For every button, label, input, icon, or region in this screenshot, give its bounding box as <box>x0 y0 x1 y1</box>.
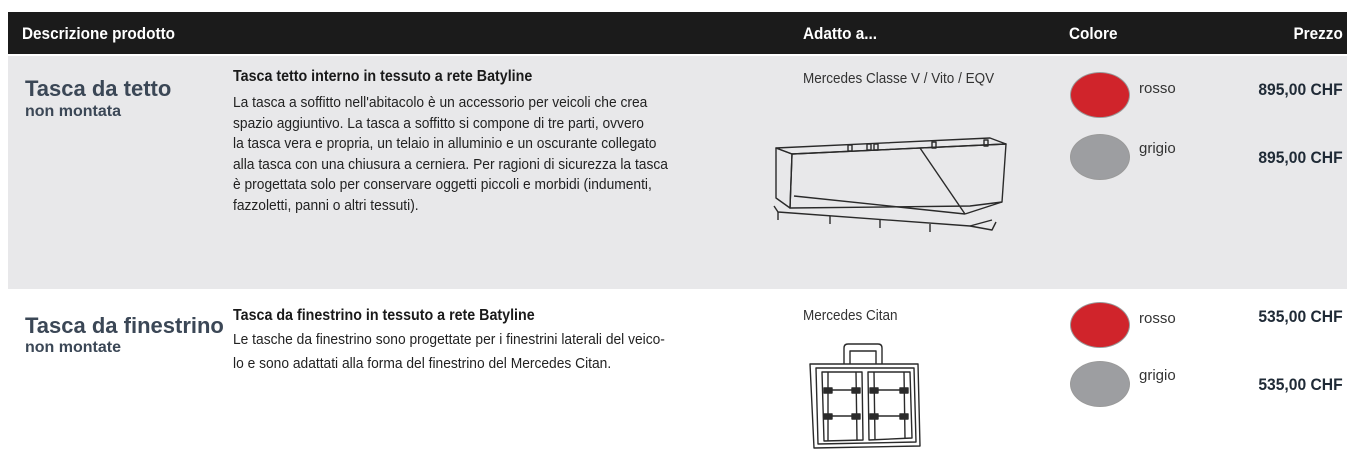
header-fit: Adatto a... <box>803 24 877 43</box>
description-line: La tasca a soffitto nell'abitacolo è un … <box>233 94 648 111</box>
table-row: Tasca da tetto non montata Tasca tetto i… <box>8 56 1347 289</box>
price: 895,00 CHF <box>1258 80 1343 99</box>
roof-pocket-illustration-icon <box>773 137 1007 232</box>
color-label: rosso <box>1139 80 1176 97</box>
color-swatch-red[interactable] <box>1070 302 1130 348</box>
description-line: spazio aggiuntivo. La tasca a soffitto s… <box>233 114 644 132</box>
product-title: Tasca da tetto <box>25 76 172 101</box>
description-title: Tasca da finestrino in tessuto a rete Ba… <box>233 307 535 324</box>
description-line: lo e sono adattati alla forma del finest… <box>233 355 612 372</box>
header-color: Colore <box>1069 24 1118 43</box>
description-line: alla tasca con una chiusura a cerniera. … <box>233 155 668 173</box>
window-pocket-illustration-icon <box>809 343 921 449</box>
description-line: Le tasche da finestrino sono progettate … <box>233 331 665 348</box>
description-title: Tasca tetto interno in tessuto a rete Ba… <box>233 68 533 85</box>
description-body: Le tasche da finestrino sono progettate … <box>233 328 744 376</box>
color-label: grigio <box>1139 367 1176 384</box>
price: 895,00 CHF <box>1258 148 1343 167</box>
fit-vehicle: Mercedes Citan <box>803 307 898 324</box>
product-title: Tasca da finestrino <box>25 313 224 338</box>
color-label: grigio <box>1139 140 1176 157</box>
description-line: la tasca vera e propria, un telaio in al… <box>233 135 657 152</box>
description-line: è progettata solo per conservare oggetti… <box>233 176 652 193</box>
color-swatch-red[interactable] <box>1070 72 1130 118</box>
fit-vehicle: Mercedes Classe V / Vito / EQV <box>803 70 995 87</box>
color-label: rosso <box>1139 310 1176 327</box>
price: 535,00 CHF <box>1258 375 1343 394</box>
description-body: La tasca a soffitto nell'abitacolo è un … <box>233 93 748 216</box>
header-description: Descrizione prodotto <box>22 24 176 43</box>
product-subtitle: non montate <box>25 339 121 356</box>
header-price: Prezzo <box>1293 24 1343 43</box>
table-header: Descrizione prodotto Adatto a... Colore … <box>8 12 1347 54</box>
description-line: fazzoletti, panni o altri tessuti). <box>233 196 419 214</box>
price: 535,00 CHF <box>1258 307 1343 326</box>
color-swatch-grey[interactable] <box>1070 134 1130 180</box>
table-row: Tasca da finestrino non montate Tasca da… <box>8 290 1347 450</box>
product-subtitle: non montata <box>25 103 121 120</box>
color-swatch-grey[interactable] <box>1070 361 1130 407</box>
